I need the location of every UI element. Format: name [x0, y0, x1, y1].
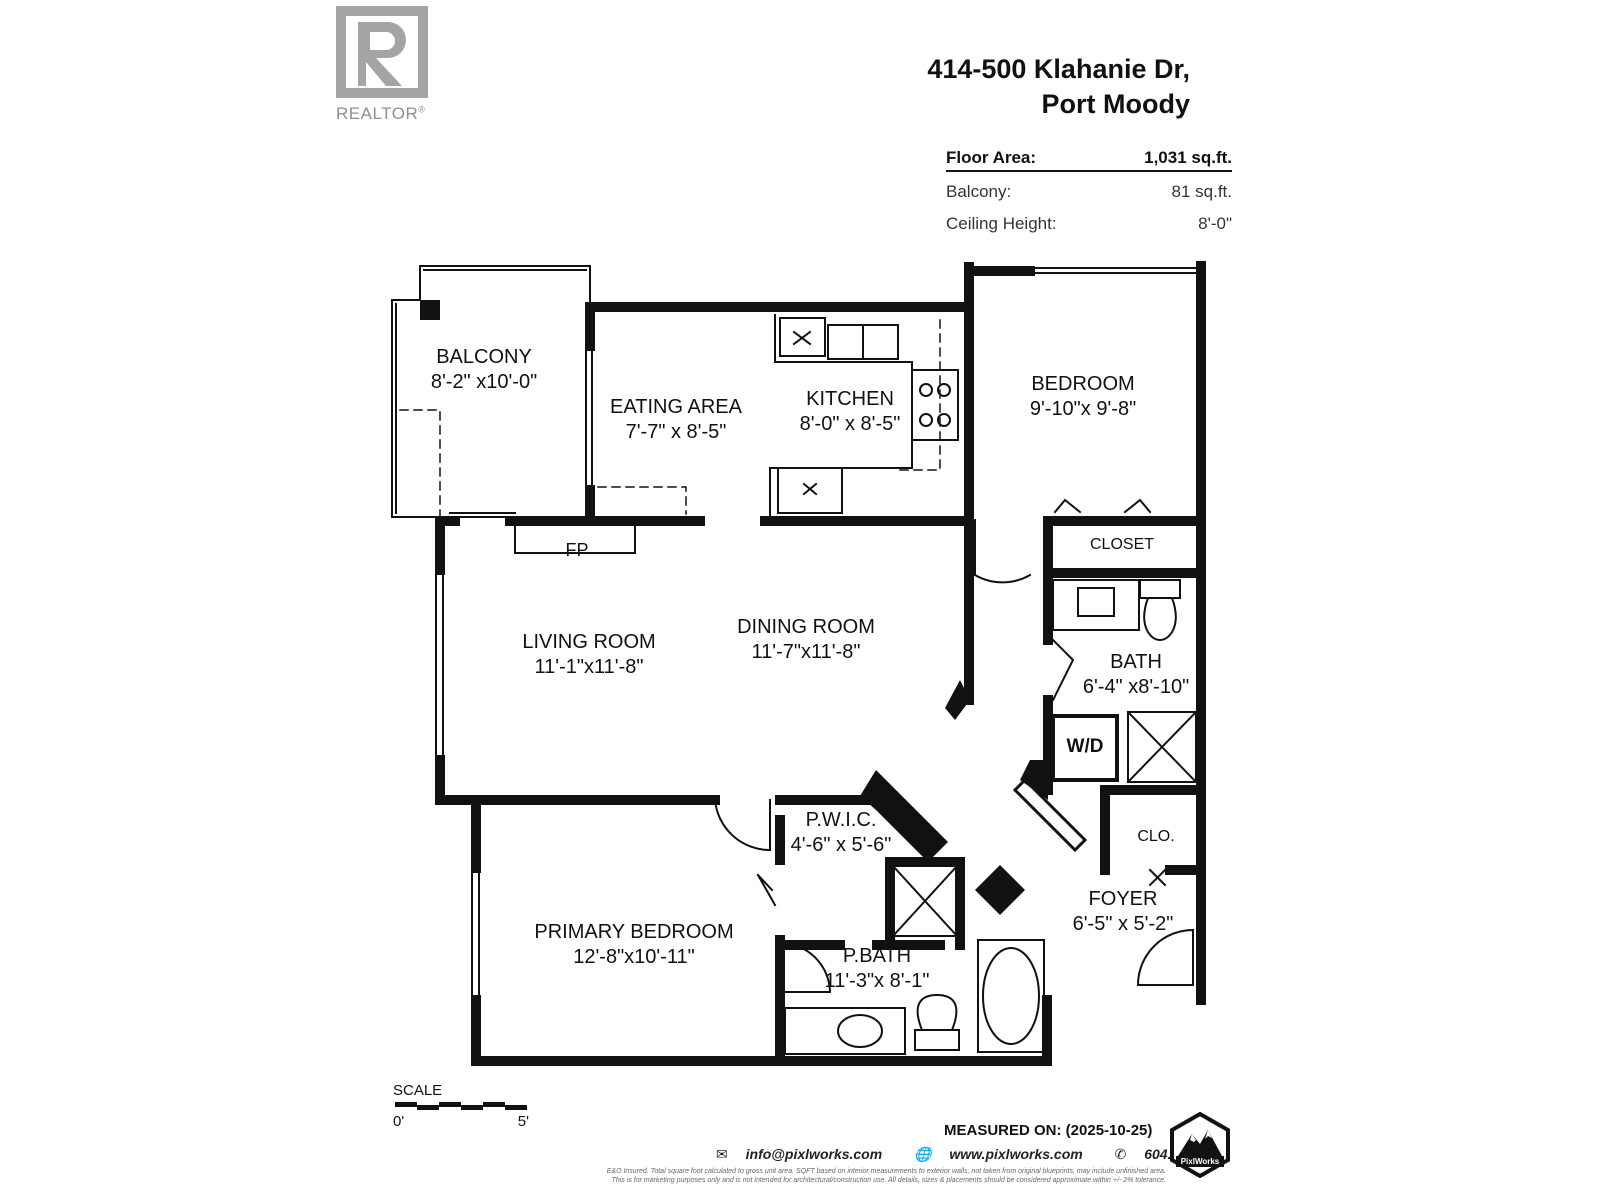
scale-bar-graphic: [395, 1102, 527, 1110]
email-icon: ✉: [716, 1146, 732, 1162]
bedroom-label: BEDROOM 9'-10"x 9'-8": [1029, 373, 1137, 420]
floor-area-label: Floor Area:: [946, 148, 1037, 167]
phone-icon: ✆: [1114, 1146, 1131, 1162]
fireplace-label: FP: [565, 540, 589, 560]
kitchen-label: KITCHEN 8'-0" x 8'-5": [799, 388, 901, 435]
mountain-icon: [1170, 1111, 1230, 1179]
clo-label: CLO.: [1137, 828, 1175, 845]
globe-icon: 🌐: [914, 1146, 936, 1162]
living-room-label: LIVING ROOM 11'-1"x11'-8": [522, 631, 656, 678]
balcony-area-row: Balcony: 81 sq.ft.: [946, 176, 1232, 208]
floor-area-row: Floor Area: 1,031 sq.ft.: [946, 146, 1232, 172]
scale-bar: SCALE 0' 5': [393, 1082, 533, 1132]
address-line-2: Port Moody: [1041, 89, 1191, 119]
realtor-logo: REALTOR®: [336, 6, 436, 126]
bath-fixtures: [784, 579, 1198, 1055]
measured-on: MEASURED ON: (2025-10-25): [944, 1122, 1153, 1139]
fireplace: [514, 520, 636, 554]
disclaimer: E&O Insured. Total square foot calculate…: [606, 1168, 1166, 1184]
email-contact[interactable]: ✉ info@pixlworks.com: [716, 1146, 883, 1162]
windows: [435, 267, 1197, 1001]
ceiling-height-row: Ceiling Height: 8'-0": [946, 208, 1232, 240]
balcony-area-value: 81 sq.ft.: [1171, 182, 1232, 201]
balcony-post: [420, 300, 440, 320]
balcony-outline: [391, 265, 591, 518]
kitchen-counters: [769, 314, 959, 522]
ceiling-height-value: 8'-0": [1198, 214, 1232, 233]
web-contact[interactable]: 🌐 www.pixlworks.com: [914, 1146, 1083, 1162]
balcony-area-label: Balcony:: [946, 182, 1012, 201]
foyer-label: FOYER 6'-5" x 5'-2": [1072, 888, 1174, 935]
diagonal-wall: [860, 770, 948, 862]
ceiling-height-label: Ceiling Height:: [946, 214, 1057, 233]
primary-bath-label: P.BATH 11'-3"x 8'-1": [824, 945, 930, 992]
pixlworks-logo: PixlWorks: [1168, 1111, 1232, 1183]
washer-dryer-label: W/D: [1066, 736, 1104, 757]
realtor-wordmark: REALTOR®: [336, 104, 426, 123]
balcony-label: BALCONY 8'-2" x10'-0": [430, 346, 538, 393]
primary-bedroom-label: PRIMARY BEDROOM 12'-8"x10'-11": [534, 921, 734, 968]
floor-area-value: 1,031 sq.ft.: [1144, 148, 1232, 167]
realtor-r-icon: [336, 6, 428, 98]
doors: [713, 498, 1194, 993]
bath-label: BATH 6'-4" x8'-10": [1082, 651, 1190, 698]
pwic-label: P.W.I.C. 4'-6" x 5'-6": [790, 809, 892, 856]
area-summary-table: Floor Area: 1,031 sq.ft. Balcony: 81 sq.…: [946, 146, 1232, 240]
scale-start: 0': [393, 1113, 405, 1130]
scale-end: 5': [517, 1113, 529, 1130]
address-line-1: 414-500 Klahanie Dr,: [927, 54, 1190, 84]
pixlworks-wordmark: PixlWorks: [1180, 1157, 1220, 1166]
eating-area-label: EATING AREA 7'-7" x 8'-5": [610, 396, 742, 443]
dining-room-label: DINING ROOM 11'-7"x11'-8": [737, 616, 875, 663]
closet-label: CLOSET: [1089, 536, 1155, 553]
scale-label: SCALE: [393, 1082, 443, 1099]
property-address: 414-500 Klahanie Dr, Port Moody: [927, 52, 1190, 122]
